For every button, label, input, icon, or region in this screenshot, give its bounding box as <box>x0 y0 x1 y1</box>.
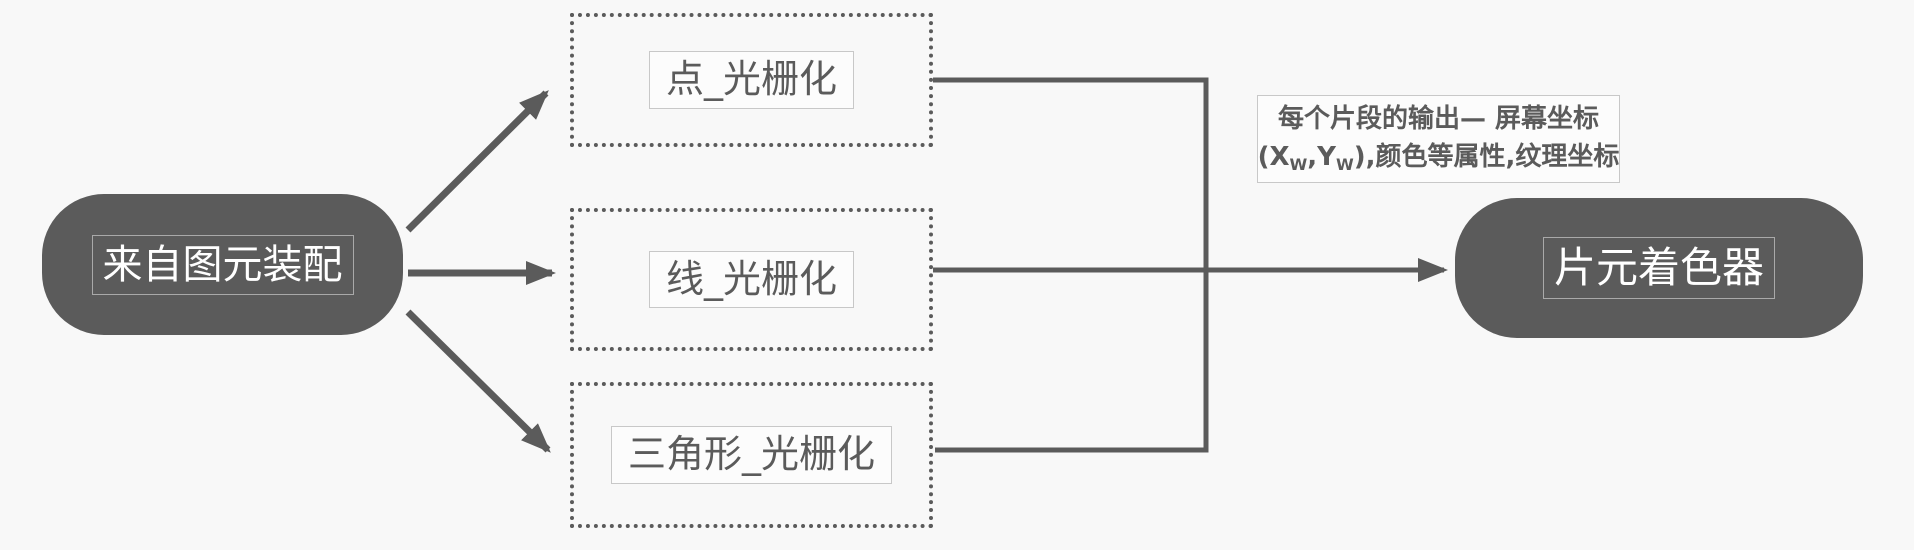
node-triangle-label: 三角形_光栅化 <box>610 426 892 484</box>
arrow-source-to-triangle <box>405 309 551 453</box>
annotation-line2: (XW,YW),颜色等属性,纹理坐标 <box>1257 142 1620 174</box>
node-point-rasterization: 点_光栅化 <box>570 13 933 147</box>
node-triangle-rasterization: 三角形_光栅化 <box>570 382 933 528</box>
node-source-label: 来自图元装配 <box>91 234 354 295</box>
node-fragment-shader: 片元着色器 <box>1455 198 1863 338</box>
node-fragment-label: 片元着色器 <box>1542 236 1775 300</box>
annotation-line1: 每个片段的输出— 屏幕坐标 <box>1277 104 1600 135</box>
node-point-label: 点_光栅化 <box>648 51 854 109</box>
connector-point-triangle-bus <box>933 77 1209 453</box>
node-line-label: 线_光栅化 <box>648 250 854 309</box>
arrow-source-to-point <box>405 90 549 233</box>
node-source-primitive-assembly: 来自图元装配 <box>42 194 403 335</box>
fragment-output-annotation: 每个片段的输出— 屏幕坐标 (XW,YW),颜色等属性,纹理坐标 <box>1257 95 1620 183</box>
node-line-rasterization: 线_光栅化 <box>570 208 933 351</box>
